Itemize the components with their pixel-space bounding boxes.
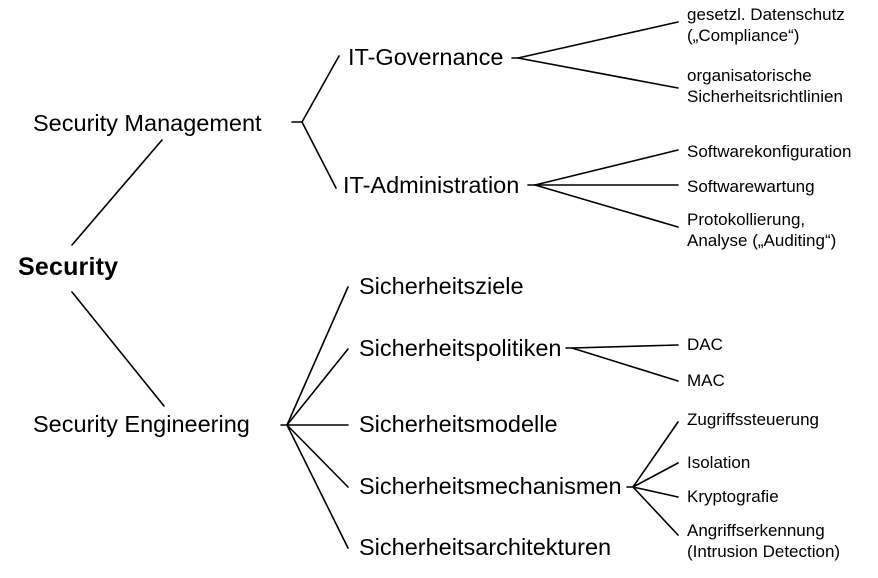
node-security-root[interactable]: Security: [18, 253, 119, 281]
node-protokollierung-analyse[interactable]: Protokollierung, Analyse („Auditing“): [687, 210, 837, 250]
node-sicherheitspolitiken[interactable]: Sicherheitspolitiken: [359, 335, 562, 361]
edge-hub_se-to-sicherheitsziele: [286, 286, 349, 426]
node-gesetzl-datenschutz[interactable]: gesetzl. Datenschutz („Compliance“): [687, 5, 845, 45]
node-sicherheitsarchitekturen[interactable]: Sicherheitsarchitekturen: [359, 534, 612, 560]
edge-hub_adm-to-softwarekonfiguration: [534, 149, 679, 186]
edge-hub_mech-to-isolation: [632, 462, 679, 488]
node-sicherheitsmechanismen[interactable]: Sicherheitsmechanismen: [359, 473, 622, 499]
node-mac[interactable]: MAC: [687, 371, 725, 390]
edge-hub_se-to-sicherheitsmechanismen: [286, 424, 349, 488]
edge-hub_sm-to-it_governance: [301, 55, 340, 123]
node-sicherheitsmodelle[interactable]: Sicherheitsmodelle: [359, 411, 558, 437]
edge-hub_pol-to-dac: [571, 344, 679, 349]
node-kryptografie[interactable]: Kryptografie: [687, 487, 779, 506]
edge-hub_gov-to-richtlinien: [517, 57, 679, 89]
node-angriffserkennung[interactable]: Angriffserkennung (Intrusion Detection): [687, 521, 841, 561]
edge-hub_mech-to-angriffserkennung: [632, 486, 679, 536]
edge-hub_sm-to-it_administration: [301, 121, 337, 189]
node-it-administration[interactable]: IT-Administration: [343, 172, 520, 198]
edge-root-to-security_management: [71, 139, 163, 246]
edge-hub_mech-to-zugriffssteuerung: [632, 421, 679, 488]
node-organisatorische-sicherheitsrichtlinien[interactable]: organisatorische Sicherheitsrichtlinien: [687, 66, 843, 106]
node-dac[interactable]: DAC: [687, 335, 723, 354]
node-zugriffssteuerung[interactable]: Zugriffssteuerung: [687, 410, 819, 429]
edge-hub_adm-to-protokollierung: [534, 184, 679, 228]
node-softwarekonfiguration[interactable]: Softwarekonfiguration: [687, 142, 852, 161]
edge-hub_gov-to-datenschutz: [517, 21, 679, 59]
edge-hub_se-to-sicherheitspolitiken: [286, 348, 349, 426]
edge-hub_mech-to-kryptografie: [632, 486, 679, 498]
edge-hub_se-to-sicherheitsarchitekturen: [286, 424, 349, 549]
node-isolation[interactable]: Isolation: [687, 453, 751, 472]
node-security-management[interactable]: Security Management: [33, 110, 262, 136]
edge-hub_pol-to-mac: [571, 347, 679, 382]
edge-root-to-security_engineering: [71, 291, 165, 407]
node-it-governance[interactable]: IT-Governance: [348, 44, 504, 70]
node-softwarewartung[interactable]: Softwarewartung: [687, 177, 815, 196]
node-security-engineering[interactable]: Security Engineering: [33, 411, 250, 437]
node-sicherheitsziele[interactable]: Sicherheitsziele: [359, 273, 524, 299]
